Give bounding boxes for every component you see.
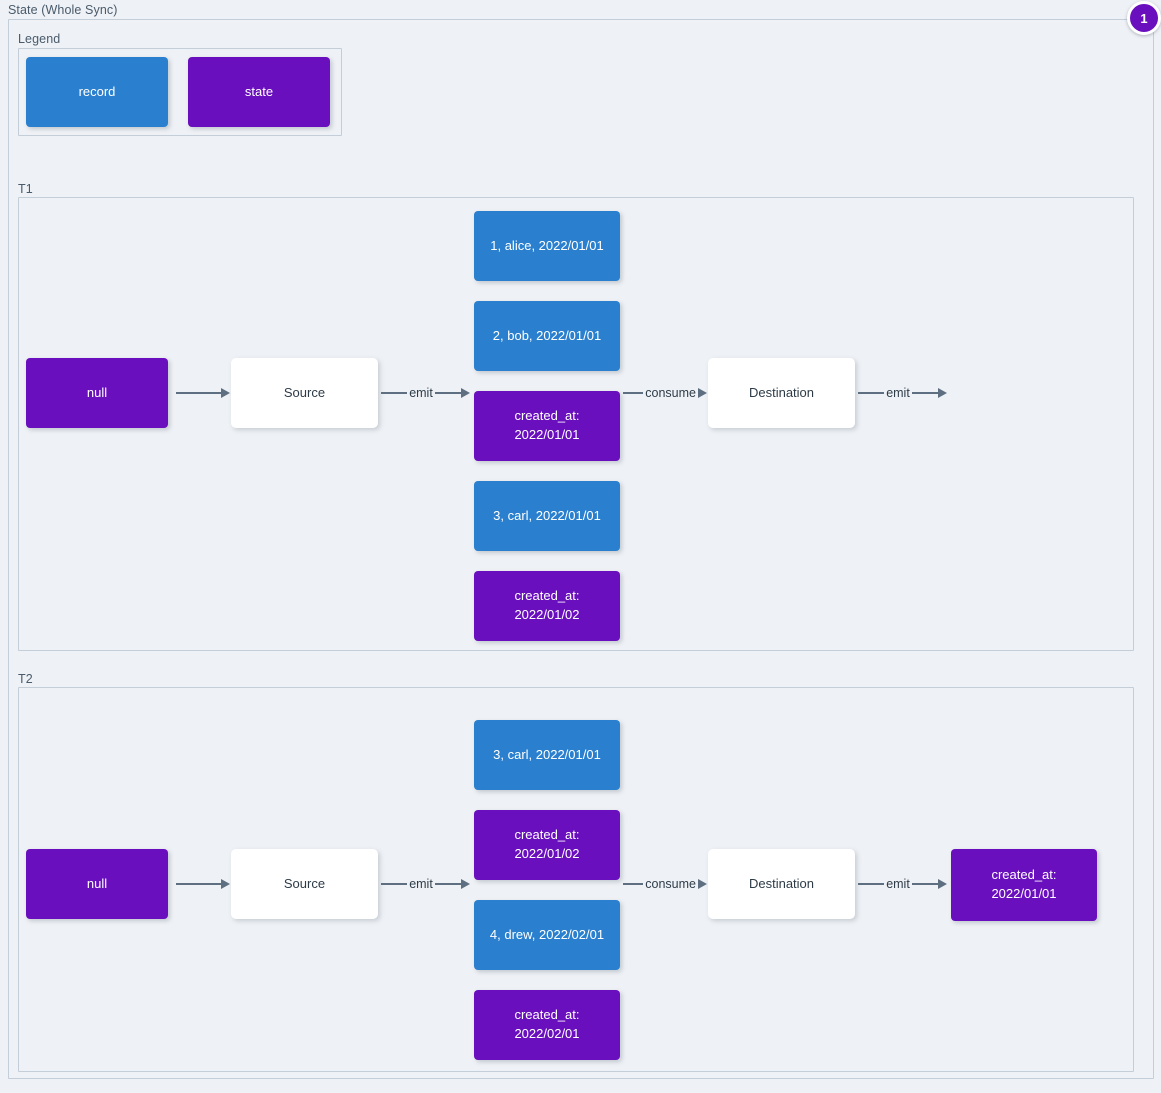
legend-item-state: state — [188, 57, 330, 127]
legend-item-record: record — [26, 57, 168, 127]
t2-input-state: null — [26, 849, 168, 919]
t2-source-node: Source — [231, 849, 378, 919]
t2-stream-item-0: 3, carl, 2022/01/01 — [474, 720, 620, 790]
notification-badge[interactable]: 1 — [1127, 1, 1161, 35]
t1-input-state: null — [26, 358, 168, 428]
round-t2-label: T2 — [18, 672, 33, 686]
t2-output-state: created_at: 2022/01/01 — [951, 849, 1097, 921]
t2-stream-item-1: created_at: 2022/01/02 — [474, 810, 620, 880]
t1-source-node: Source — [231, 358, 378, 428]
t2-destination-node: Destination — [708, 849, 855, 919]
legend-label: Legend — [18, 32, 61, 46]
t2-stream-item-3: created_at: 2022/02/01 — [474, 990, 620, 1060]
t1-stream-item-3: 3, carl, 2022/01/01 — [474, 481, 620, 551]
t1-destination-node: Destination — [708, 358, 855, 428]
t1-stream-item-2: created_at: 2022/01/01 — [474, 391, 620, 461]
t1-stream-item-0: 1, alice, 2022/01/01 — [474, 211, 620, 281]
t1-stream-item-4: created_at: 2022/01/02 — [474, 571, 620, 641]
outer-cluster-label: State (Whole Sync) — [8, 3, 118, 17]
round-t1-label: T1 — [18, 182, 33, 196]
t1-stream-item-1: 2, bob, 2022/01/01 — [474, 301, 620, 371]
t2-stream-item-2: 4, drew, 2022/02/01 — [474, 900, 620, 970]
